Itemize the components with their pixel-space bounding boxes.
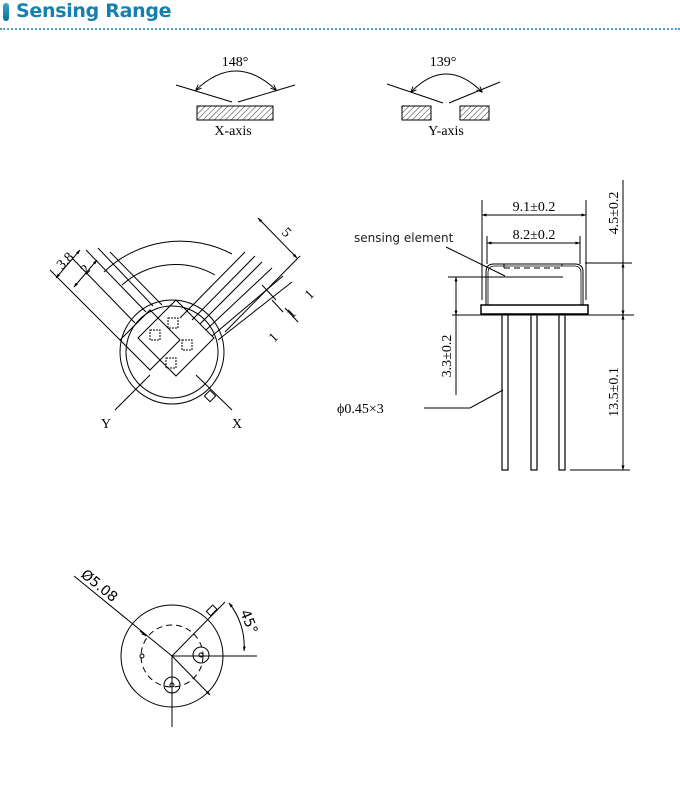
dim-1b: 1 (284, 306, 300, 322)
lead-diameter-dim: ϕ0.45×3 (337, 402, 384, 417)
y-axis-marker: Y (101, 417, 111, 432)
element-height-dim: 3.3±0.2 (440, 335, 455, 378)
x-axis-angle-value: 148° (222, 55, 249, 70)
side-view-drawing (424, 180, 634, 471)
inner-width-dim: 8.2±0.2 (513, 228, 556, 243)
y-axis-angle-diagram: 139° Y-axis (386, 55, 501, 139)
dim-5: 5 (278, 225, 294, 241)
x-axis-marker: X (232, 417, 242, 432)
diameter-dim: Ø5.08 (77, 567, 120, 606)
top-view-labels: 3.8 2 5 1 1 1 Y X (54, 225, 318, 432)
x-axis-angle-diagram: 148° X-axis (175, 55, 296, 139)
body-height-dim: 4.5±0.2 (607, 192, 622, 235)
section-title: Sensing Range (16, 0, 172, 22)
y-axis-label: Y-axis (428, 124, 464, 139)
dotted-divider (0, 28, 680, 30)
angle-dim: 45° (236, 608, 260, 637)
dim-2: 2 (78, 262, 94, 278)
section-header: Sensing Range (0, 0, 680, 30)
sensing-element-callout: sensing element (354, 231, 454, 245)
header-accent-bar (3, 3, 9, 21)
dim-1a: 1 (302, 287, 318, 303)
lead-length-dim: 13.5±0.1 (607, 367, 622, 417)
top-view-drawing (49, 217, 301, 411)
bottom-view-drawing (73, 575, 257, 727)
dim-3-8: 3.8 (54, 250, 77, 273)
y-axis-angle-value: 139° (430, 55, 457, 70)
dim-1c: 1 (266, 330, 282, 346)
outer-width-dim: 9.1±0.2 (513, 200, 556, 215)
x-axis-label: X-axis (214, 124, 251, 139)
side-view-labels: sensing element 9.1±0.2 8.2±0.2 4.5±0.2 … (337, 192, 622, 417)
